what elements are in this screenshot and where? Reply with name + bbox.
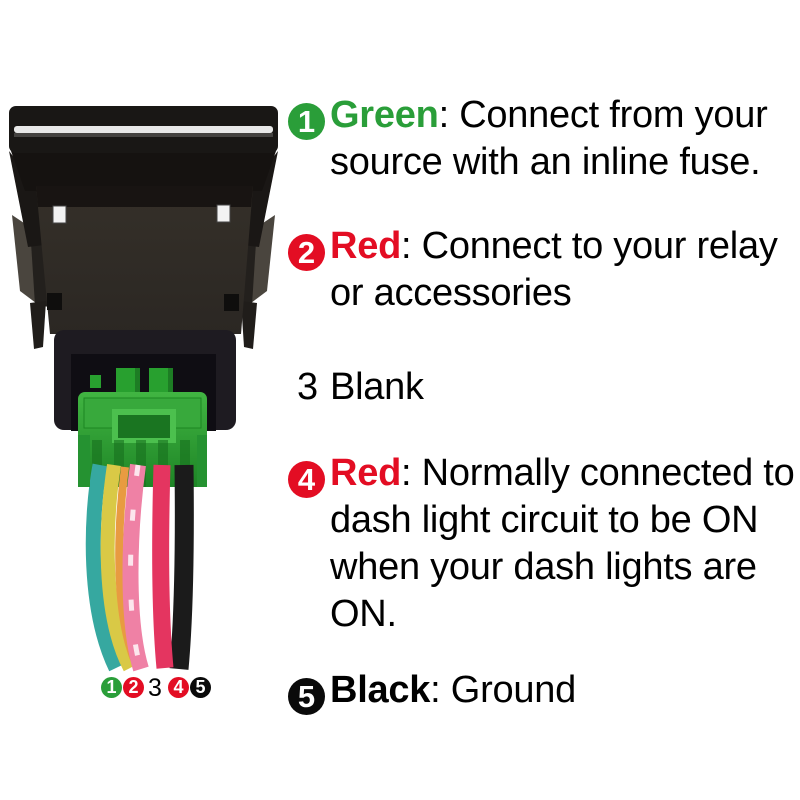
wire-teal <box>85 463 123 672</box>
annotation-text: Green: Connect from your <box>330 94 768 136</box>
annotation-text: Red: Connect to your relay <box>330 225 778 267</box>
annotation-text: source with an inline fuse. <box>330 141 761 183</box>
legend-badge-5: 5 <box>190 677 211 698</box>
legend-badge-1: 1 <box>101 677 122 698</box>
annotation-item-3: 3 Blank <box>288 364 424 411</box>
annotation-item-5: 5 Black: Ground <box>288 667 577 715</box>
annotation-text: Blank <box>330 366 424 408</box>
annotation-text: dash light circuit to be ON <box>330 499 759 541</box>
wire-pink <box>122 463 149 672</box>
annotation-text: ON. <box>330 593 397 635</box>
switch-body <box>36 186 253 334</box>
number-3: 3 <box>297 366 318 408</box>
badge-1: 1 <box>288 103 325 140</box>
body-hole-left <box>52 205 67 224</box>
wire-yellow <box>100 463 137 672</box>
badge-4: 4 <box>288 461 325 498</box>
annotation-text: when your dash lights are <box>330 546 757 588</box>
annotation-item-1: 1 Green: Connect from your source with a… <box>288 92 768 186</box>
badge-2: 2 <box>288 234 325 271</box>
annotation-text: Black: Ground <box>330 669 577 711</box>
switch-illustration <box>9 106 278 672</box>
annotation-text: Red: Normally connected to <box>330 452 795 494</box>
annotation-item-4: 4 Red: Normally connected to dash light … <box>288 450 795 638</box>
body-hole-right <box>216 204 231 223</box>
legend-badge-4: 4 <box>168 677 189 698</box>
badge-5: 5 <box>288 678 325 715</box>
green-connector <box>78 368 207 487</box>
wire-black <box>169 464 194 670</box>
wire-crimson <box>152 464 174 669</box>
legend-badge-2: 2 <box>123 677 144 698</box>
switch-bezel <box>9 106 278 153</box>
annotation-text: or accessories <box>330 272 572 314</box>
annotation-item-2: 2 Red: Connect to your relay or accessor… <box>288 223 778 317</box>
legend-number-3: 3 <box>148 674 162 702</box>
